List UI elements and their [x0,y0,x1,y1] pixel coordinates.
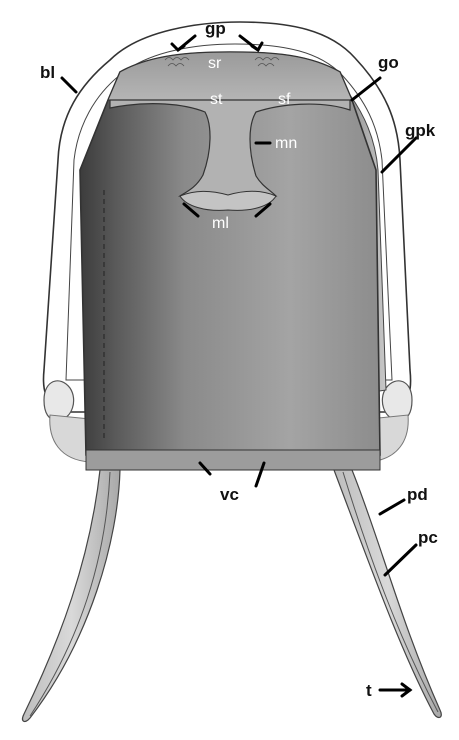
label-vc: vc [220,485,239,504]
label-st: st [210,91,223,108]
label-t: t [366,681,372,700]
label-gpk: gpk [405,121,436,140]
label-pd: pd [407,485,428,504]
velar-canal-band [86,450,380,470]
left-lobe [44,381,74,420]
label-sr: sr [208,55,222,72]
label-pc: pc [418,528,438,547]
right-lobe [382,381,412,420]
label-ml: ml [212,215,229,232]
left-tail [23,470,120,721]
label-go: go [378,53,399,72]
label-gp: gp [205,19,226,38]
label-sf: sf [278,91,291,108]
label-mn: mn [275,135,297,152]
label-bl: bl [40,63,55,82]
right-tail [334,470,441,717]
